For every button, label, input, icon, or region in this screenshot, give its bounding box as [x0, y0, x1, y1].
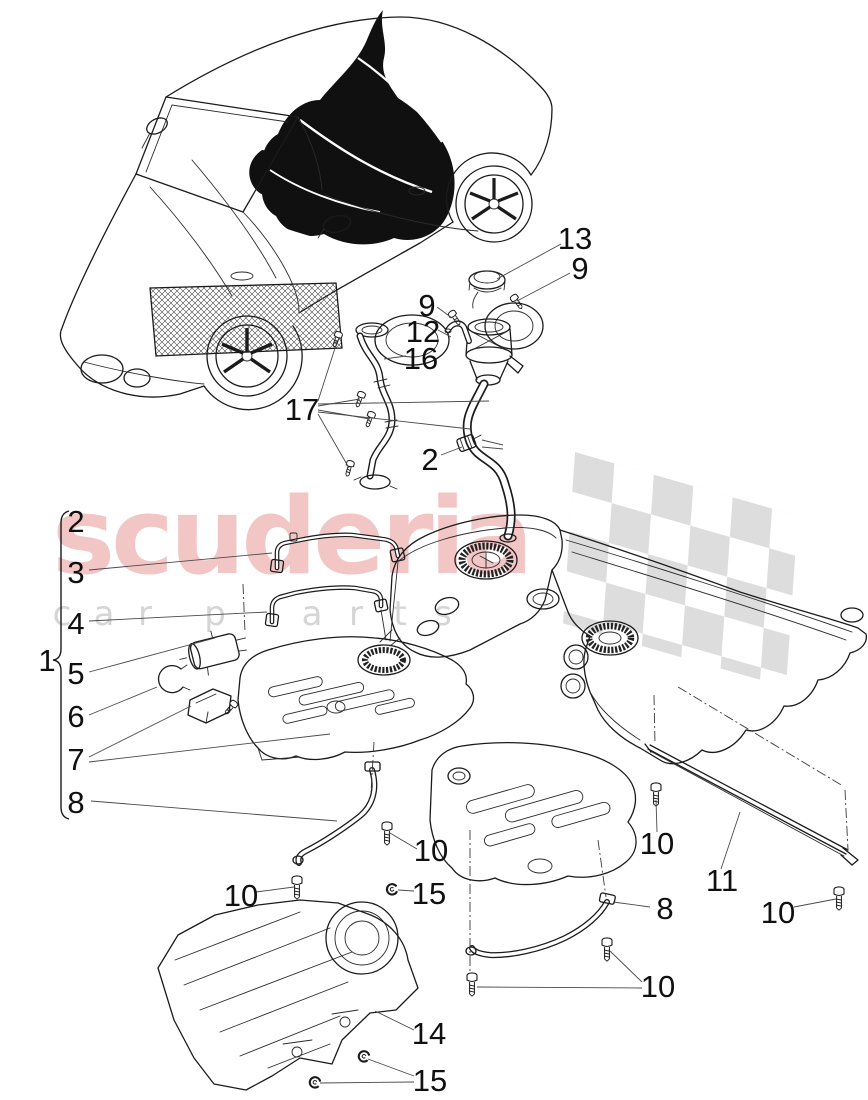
callout-label-9: 9 — [571, 251, 588, 286]
fuel-filler-cap — [468, 270, 506, 309]
alignment-lines — [242, 583, 849, 974]
callout-label-15: 15 — [413, 1063, 447, 1098]
pipe-clip-2 — [456, 434, 482, 453]
callout-label-1: 1 — [38, 643, 55, 678]
bolt-10 — [291, 875, 303, 900]
callout-label-13: 13 — [558, 221, 592, 256]
filler-neck-assembly — [465, 318, 524, 386]
callout-label-7: 7 — [67, 742, 84, 777]
checkered-flag — [563, 452, 799, 688]
filter-bracket-7 — [187, 688, 240, 724]
fuel-filter — [179, 630, 247, 676]
callout-label-10: 10 — [641, 969, 675, 1004]
leader-lines — [88, 243, 837, 1084]
callout-label-11: 11 — [706, 863, 738, 898]
fuel-line-3 — [269, 532, 406, 642]
fuel-line-4 — [264, 585, 389, 641]
watermark-letter: r — [349, 594, 363, 634]
watermark-brand-text: scuderia — [52, 475, 529, 598]
item-group-brace — [52, 510, 70, 820]
heat-shield — [157, 899, 419, 1091]
screw-9 — [508, 292, 526, 312]
filter-clamp-6 — [157, 664, 191, 694]
grille — [149, 282, 343, 357]
side-mirror-icon — [141, 117, 352, 239]
callout-label-8: 8 — [67, 785, 84, 820]
callout-label-10: 10 — [224, 878, 258, 913]
clip-15 — [385, 883, 399, 896]
bolt-10 — [833, 886, 845, 911]
callout-label-12: 12 — [406, 314, 440, 349]
callout-label-15: 15 — [412, 876, 446, 911]
clip-15 — [356, 1048, 372, 1065]
callout-label-2: 2 — [421, 442, 438, 477]
brand-badge-icon — [230, 271, 254, 281]
watermark-letter: t — [393, 594, 406, 634]
support-rail-11 — [644, 743, 859, 866]
callout-label-8: 8 — [656, 891, 673, 926]
callout-label-10: 10 — [761, 895, 795, 930]
breather-pipe — [353, 322, 399, 490]
watermark-letter: c — [53, 594, 72, 634]
callout-label-17: 17 — [285, 392, 319, 427]
watermark-letter: a — [302, 594, 323, 634]
watermark-brand: scuderia — [52, 475, 533, 598]
callout-label-16: 16 — [404, 341, 438, 376]
bolt-10 — [466, 972, 478, 997]
callout-label-9: 9 — [418, 288, 435, 323]
callout-label-10: 10 — [414, 833, 448, 868]
watermark-letter: a — [94, 594, 115, 634]
car-illustration — [59, 10, 553, 411]
clip-15 — [307, 1074, 323, 1091]
fuel-system-silhouette-icon — [261, 10, 455, 245]
filler-tube — [462, 379, 517, 543]
callout-label-14: 14 — [412, 1016, 446, 1051]
callout-label-5: 5 — [67, 656, 84, 691]
watermark-letter: r — [138, 594, 152, 634]
door-handle — [408, 186, 426, 196]
callout-label-4: 4 — [67, 606, 84, 641]
headlamp-icon — [374, 314, 450, 366]
callout-label-3: 3 — [67, 555, 84, 590]
front-wheel — [206, 315, 288, 397]
tank-strap-rear — [465, 892, 616, 959]
callout-label-2: 2 — [67, 504, 84, 539]
tank-strap-front — [292, 761, 381, 866]
watermark-letter: p — [204, 594, 226, 634]
callout-label-10: 10 — [640, 826, 674, 861]
callout-label-6: 6 — [67, 699, 84, 734]
bolt-10 — [601, 937, 613, 962]
rear-wheel — [455, 165, 533, 243]
